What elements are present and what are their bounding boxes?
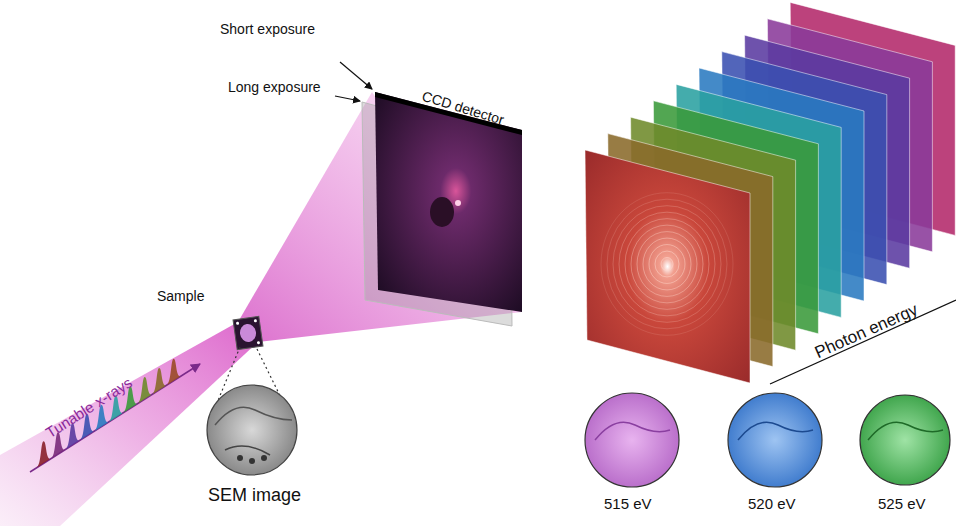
diffraction-ring — [601, 193, 733, 336]
diffraction-ring — [643, 238, 691, 290]
energy-label: 525 eV — [878, 496, 926, 513]
energy-plane — [585, 150, 750, 383]
x-ray-pulse — [152, 368, 166, 395]
diffraction-ring — [631, 225, 703, 303]
energy-label: 520 eV — [748, 496, 796, 513]
diffraction-ring — [655, 251, 679, 277]
diffraction-ring — [661, 258, 673, 271]
diffraction-ring — [625, 219, 709, 310]
x-ray-pulse — [138, 377, 152, 404]
energy-planes — [585, 2, 955, 383]
diffraction-ring — [619, 212, 715, 316]
diffraction-ring — [649, 245, 685, 284]
x-ray-pulse — [167, 359, 181, 386]
diffraction-ring — [607, 199, 727, 329]
exposure-label: Short exposure — [220, 22, 315, 37]
exposure-label: Long exposure — [228, 80, 321, 95]
diffraction-ring — [613, 206, 721, 323]
x-ray-pulses — [37, 359, 181, 468]
x-ray-pulse — [37, 441, 51, 468]
sem-label: SEM image — [208, 486, 301, 506]
diffraction-ring — [637, 232, 697, 297]
energy-label: 515 eV — [604, 496, 652, 513]
sample-label: Sample — [157, 289, 204, 304]
